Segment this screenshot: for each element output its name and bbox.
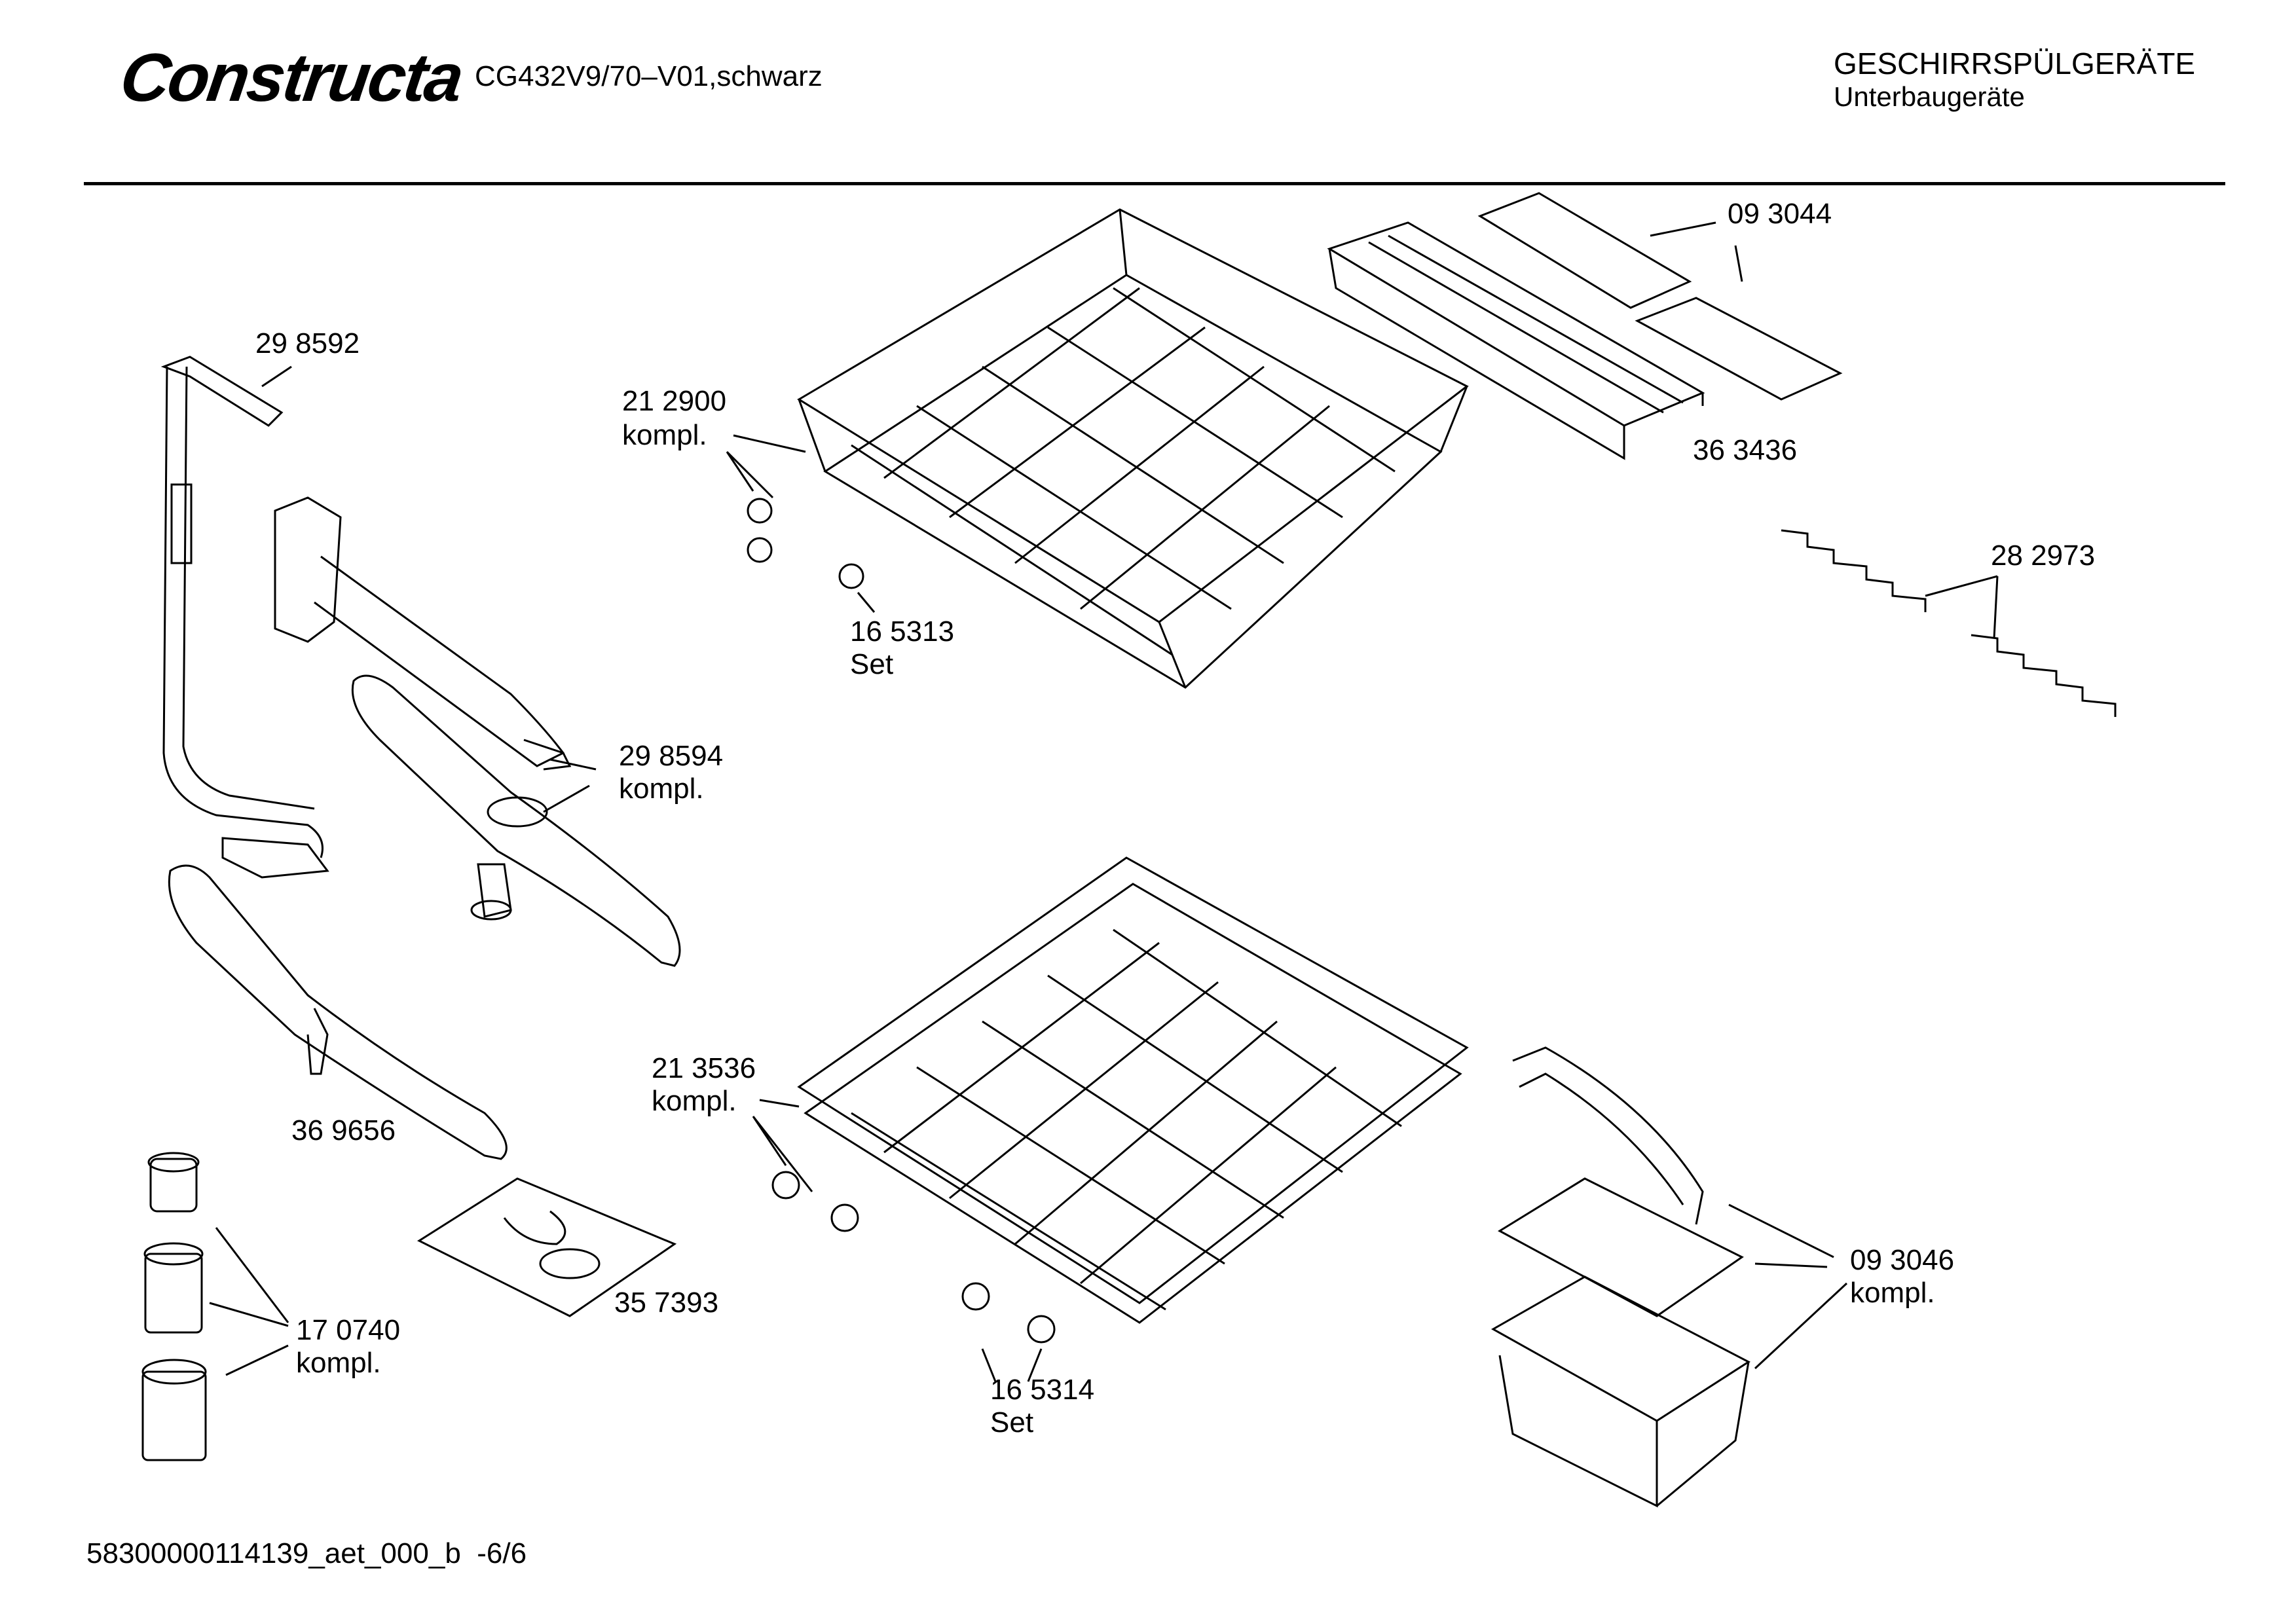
spray-tube-drawing — [164, 357, 327, 877]
part-label-165313-suffix: Set — [850, 648, 894, 680]
category-title: GESCHIRRSPÜLGERÄTE — [1834, 46, 2196, 81]
part-label-170740: 17 0740 — [296, 1314, 401, 1346]
part-label-165314-suffix: Set — [990, 1406, 1034, 1438]
filter-set-drawing — [143, 1153, 288, 1460]
part-label-363436: 36 3436 — [1693, 434, 1798, 466]
part-label-213536: 21 3536 — [652, 1052, 756, 1084]
cutlery-basket-drawing — [1493, 1048, 1847, 1506]
shelf-drawing — [1480, 193, 1840, 399]
part-label-298594: 29 8594 — [619, 740, 724, 772]
part-label-357393: 35 7393 — [614, 1287, 719, 1319]
header-divider — [84, 182, 2225, 185]
spray-holder-drawing — [275, 498, 570, 769]
cup-rack-drawing — [1329, 223, 1703, 458]
document-footer: 58300000114139_aet_000_b -6/6 — [86, 1537, 527, 1570]
upper-basket-drawing — [748, 210, 1467, 687]
part-label-213536-suffix: kompl. — [652, 1085, 737, 1117]
part-label-093044: 09 3044 — [1728, 198, 1832, 230]
part-label-369656: 36 9656 — [291, 1114, 396, 1146]
part-label-212900: 21 2900 — [622, 385, 727, 417]
part-label-212900-suffix: kompl. — [622, 419, 707, 451]
floor-plate-drawing — [419, 1179, 675, 1316]
part-label-093046: 09 3046 — [1850, 1244, 1955, 1276]
leader-lines — [262, 223, 1997, 1382]
upper-spray-arm-drawing — [352, 676, 680, 966]
part-label-298592: 29 8592 — [255, 327, 360, 359]
part-label-165313: 16 5313 — [850, 615, 955, 648]
rail-strip-drawing — [1781, 530, 2115, 717]
lower-basket-drawing — [773, 858, 1467, 1342]
part-label-298594-suffix: kompl. — [619, 773, 704, 805]
part-label-170740-suffix: kompl. — [296, 1347, 381, 1379]
page-number: -6/6 — [477, 1537, 527, 1569]
part-label-282973: 28 2973 — [1991, 540, 2096, 572]
document-id: 58300000114139_aet_000_b — [86, 1537, 461, 1569]
model-number: CG432V9/70–V01,schwarz — [475, 60, 823, 92]
lower-spray-arm-drawing — [169, 866, 506, 1159]
part-label-093046-suffix: kompl. — [1850, 1277, 1935, 1309]
category-subtitle: Unterbaugeräte — [1834, 81, 2025, 112]
part-label-165314: 16 5314 — [990, 1374, 1095, 1406]
